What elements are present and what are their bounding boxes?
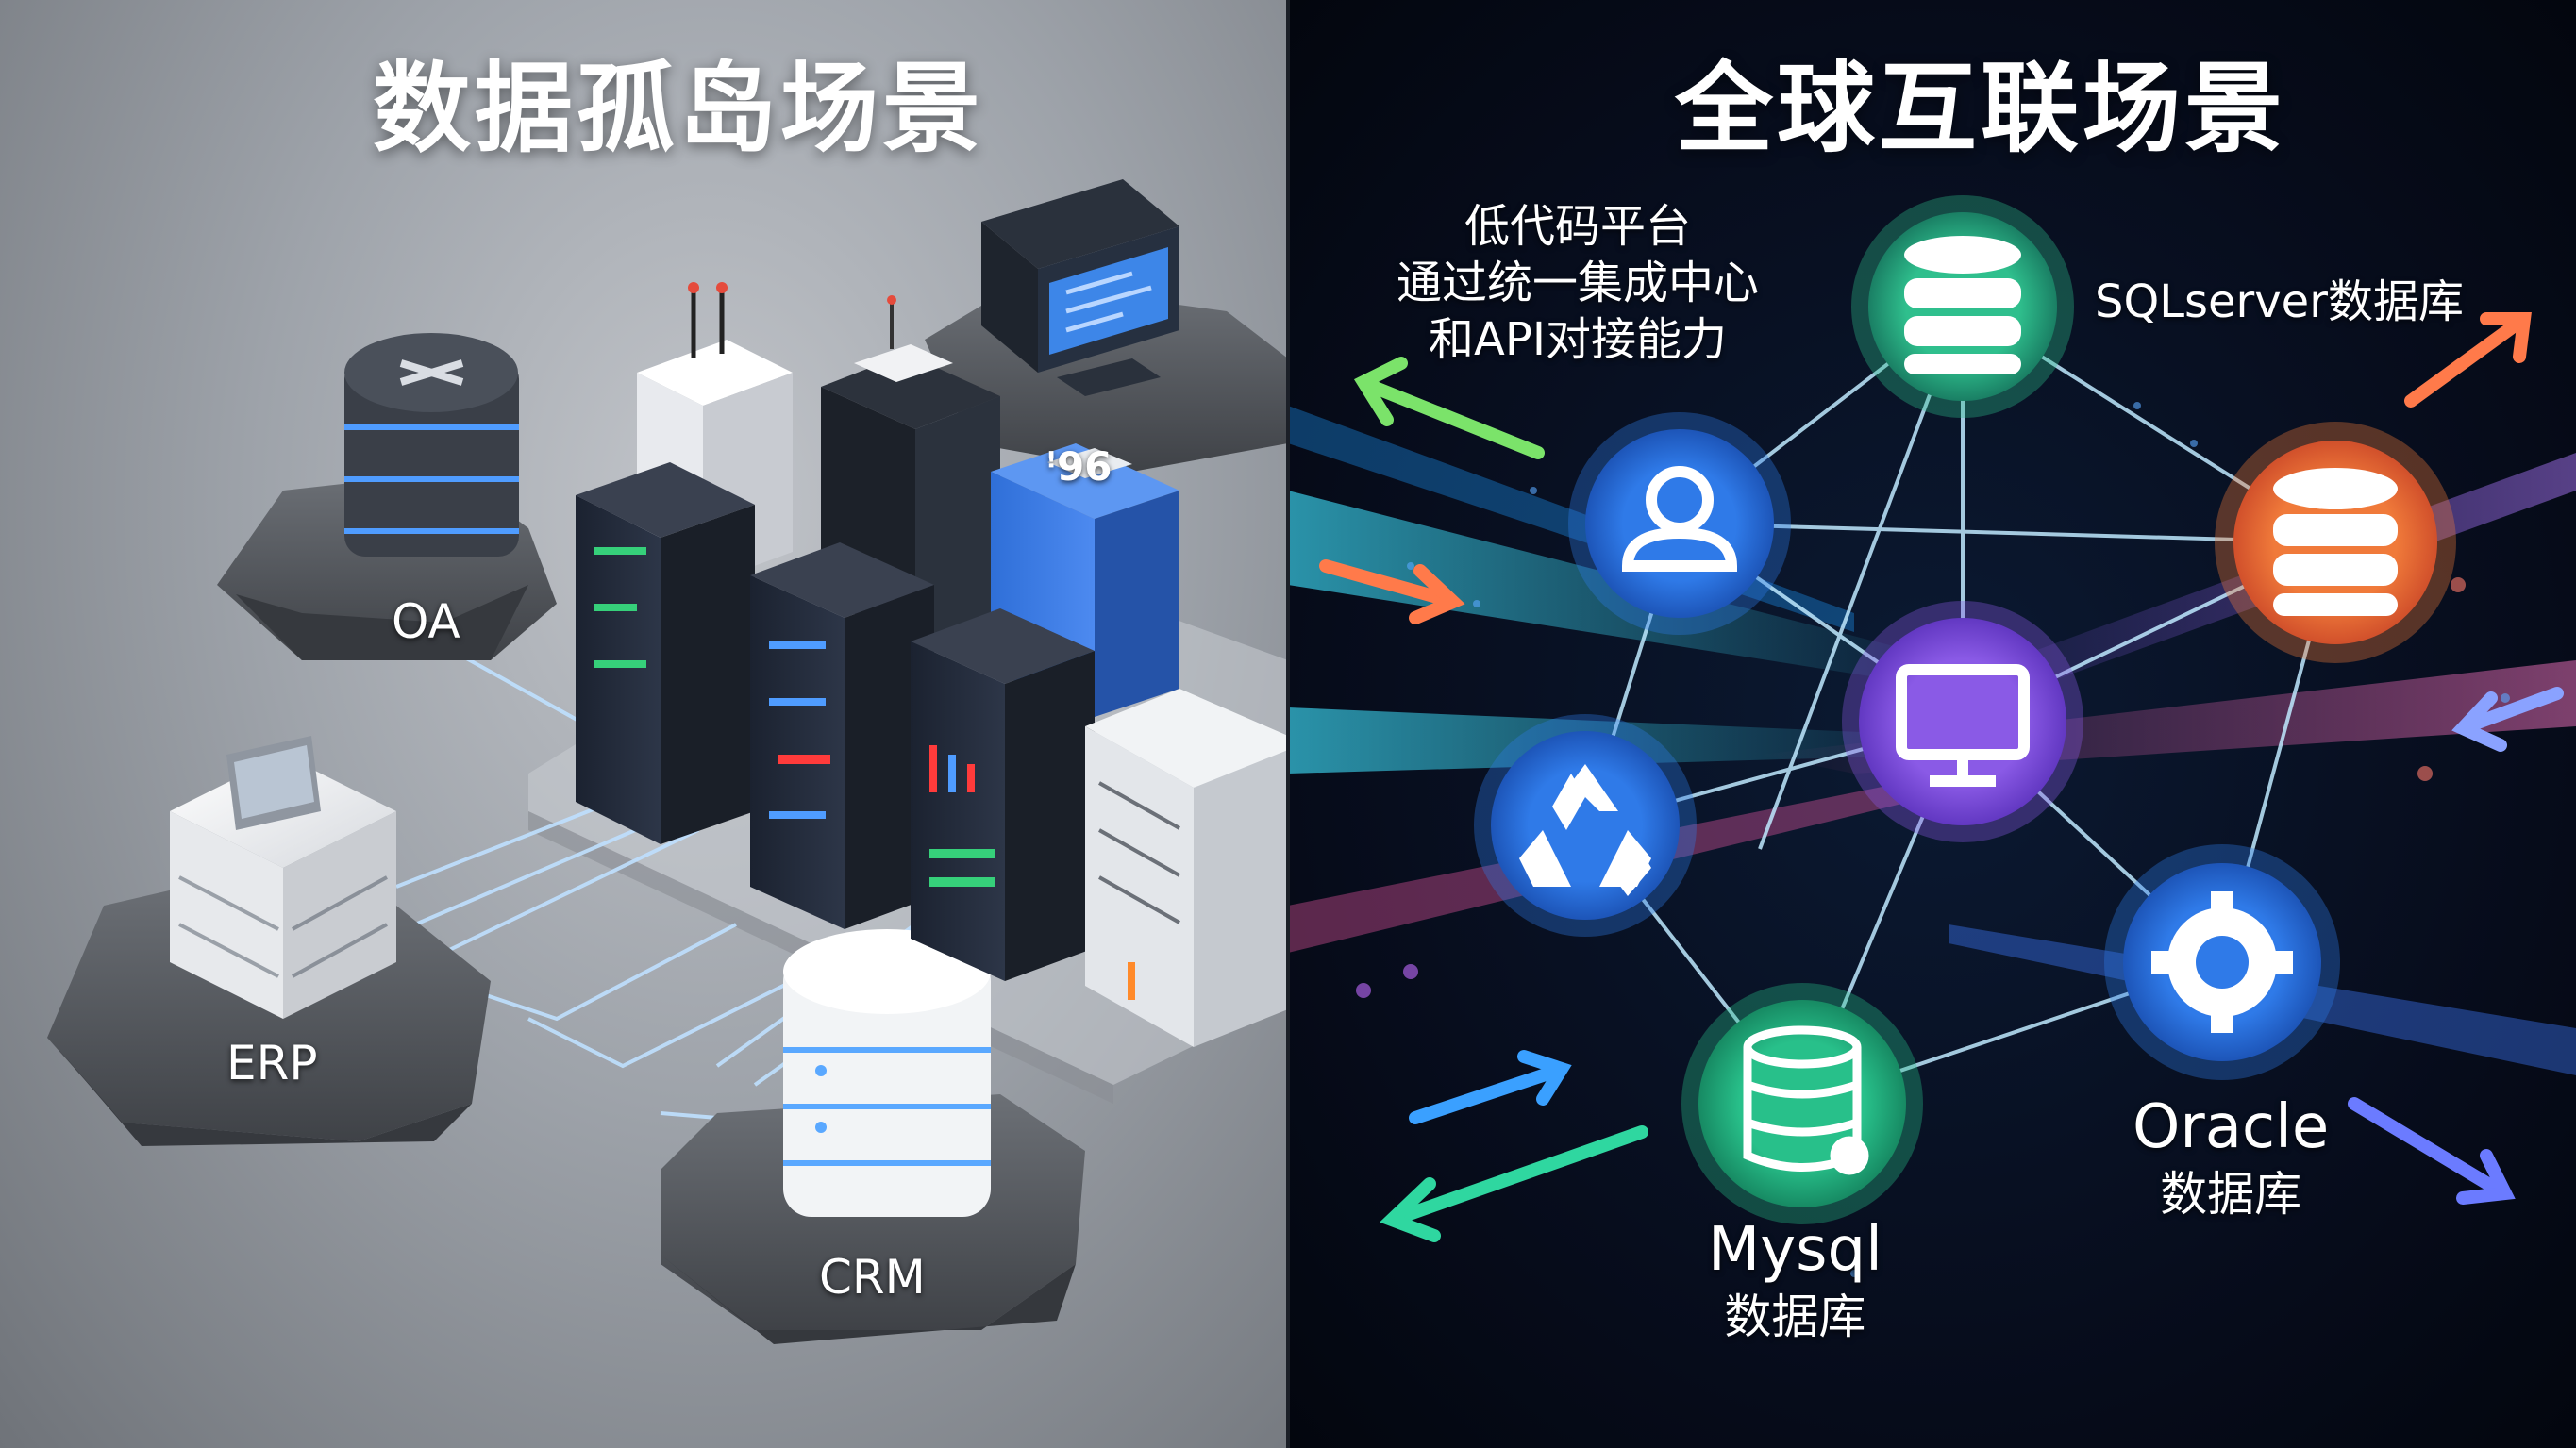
network-scene bbox=[1288, 195, 2576, 1277]
erp-server-island bbox=[47, 736, 491, 1146]
monitor-node[interactable] bbox=[1842, 601, 2083, 842]
user-node[interactable] bbox=[1568, 412, 1791, 635]
data-silo-scene bbox=[47, 179, 1288, 1344]
oracle-line-1: Oracle bbox=[2133, 1092, 2330, 1162]
building-sign: ꜝ96 bbox=[1045, 443, 1112, 490]
global-interconnect-panel: 全球互联场景 低代码平台 通过统一集成中心 和API对接能力 SQLserver… bbox=[1288, 0, 2576, 1448]
erp-label: ERP bbox=[226, 1036, 318, 1090]
gear-icon bbox=[2151, 891, 2293, 1033]
database-icon bbox=[1743, 1025, 1869, 1175]
arrow-left-green-icon bbox=[1380, 1125, 1648, 1242]
lowcode-line-3: 和API对接能力 bbox=[1429, 313, 1727, 366]
arrow-right-blue-icon bbox=[1409, 1050, 1572, 1124]
lowcode-line-1: 低代码平台 bbox=[1464, 200, 1692, 253]
database-icon bbox=[2273, 468, 2398, 616]
lowcode-platform-label: 低代码平台 通过统一集成中心 和API对接能力 bbox=[1397, 198, 1759, 368]
oracle-db-node[interactable] bbox=[2215, 422, 2456, 663]
mysql-label: Mysql 数据库 bbox=[1708, 1212, 1882, 1347]
grid-dots bbox=[1356, 402, 2510, 1277]
crm-label: CRM bbox=[819, 1250, 926, 1305]
data-silo-title: 数据孤岛场景 bbox=[373, 51, 985, 166]
oracle-line-2: 数据库 bbox=[2160, 1167, 2302, 1222]
flow-arrows bbox=[1319, 312, 2564, 1242]
data-silo-panel: 数据孤岛场景 OA ERP CRM ꜝ96 bbox=[0, 0, 1288, 1448]
sqlserver-label: SQLserver数据库 bbox=[2095, 275, 2464, 328]
mysql-node[interactable] bbox=[1681, 983, 1923, 1224]
mysql-line-1: Mysql bbox=[1708, 1215, 1882, 1285]
user-icon bbox=[1621, 466, 1738, 572]
arrow-up-right-orange-icon bbox=[2404, 312, 2532, 408]
monitor-island bbox=[925, 179, 1288, 472]
arrow-down-right-blue-icon bbox=[2348, 1097, 2516, 1205]
mysql-line-2: 数据库 bbox=[1724, 1290, 1866, 1344]
oa-server-island bbox=[217, 333, 557, 660]
arrow-left-purple-icon bbox=[2451, 687, 2564, 752]
monitor-icon bbox=[1896, 664, 2030, 787]
lowcode-line-2: 通过统一集成中心 bbox=[1397, 257, 1760, 309]
router-icon bbox=[399, 359, 464, 386]
database-icon bbox=[1904, 236, 2021, 374]
arrow-right-orange-icon bbox=[1319, 559, 1465, 624]
arrow-up-left-green-icon bbox=[1353, 357, 1545, 459]
sync-node[interactable] bbox=[1474, 714, 1697, 937]
datacenter-buildings bbox=[576, 282, 1288, 1047]
oracle-label: Oracle 数据库 bbox=[2133, 1090, 2329, 1224]
crm-server-island bbox=[661, 929, 1085, 1344]
oa-label: OA bbox=[392, 594, 460, 649]
recycle-icon bbox=[1519, 764, 1651, 896]
panel-divider bbox=[1286, 0, 1290, 1448]
sqlserver-node[interactable] bbox=[1851, 195, 2074, 418]
global-interconnect-title: 全球互联场景 bbox=[1675, 51, 2287, 166]
gear-node[interactable] bbox=[2104, 844, 2340, 1080]
